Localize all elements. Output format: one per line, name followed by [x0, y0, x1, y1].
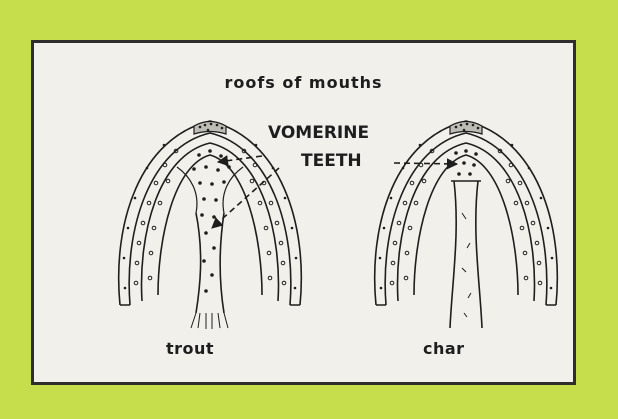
figure-title: roofs of mouths	[34, 73, 573, 92]
callout-label-line1: VOMERINE	[268, 123, 369, 143]
callout-label-line2: TEETH	[301, 151, 362, 171]
char-vomerine-teeth	[452, 149, 478, 176]
trout-palatine-teeth	[134, 149, 286, 285]
char-premaxilla-patch	[450, 122, 482, 135]
arrow-char	[394, 163, 457, 164]
char-caption: char	[423, 339, 465, 358]
diagram-panel: roofs of mouths VOMERINE TEETH trout cha…	[31, 40, 576, 385]
char-palatine-teeth	[390, 149, 542, 285]
arrow-trout-shaft	[212, 168, 279, 228]
trout-premaxilla-patch	[194, 122, 226, 135]
trout-caption: trout	[166, 339, 214, 358]
mouth-illustrations	[34, 43, 573, 382]
